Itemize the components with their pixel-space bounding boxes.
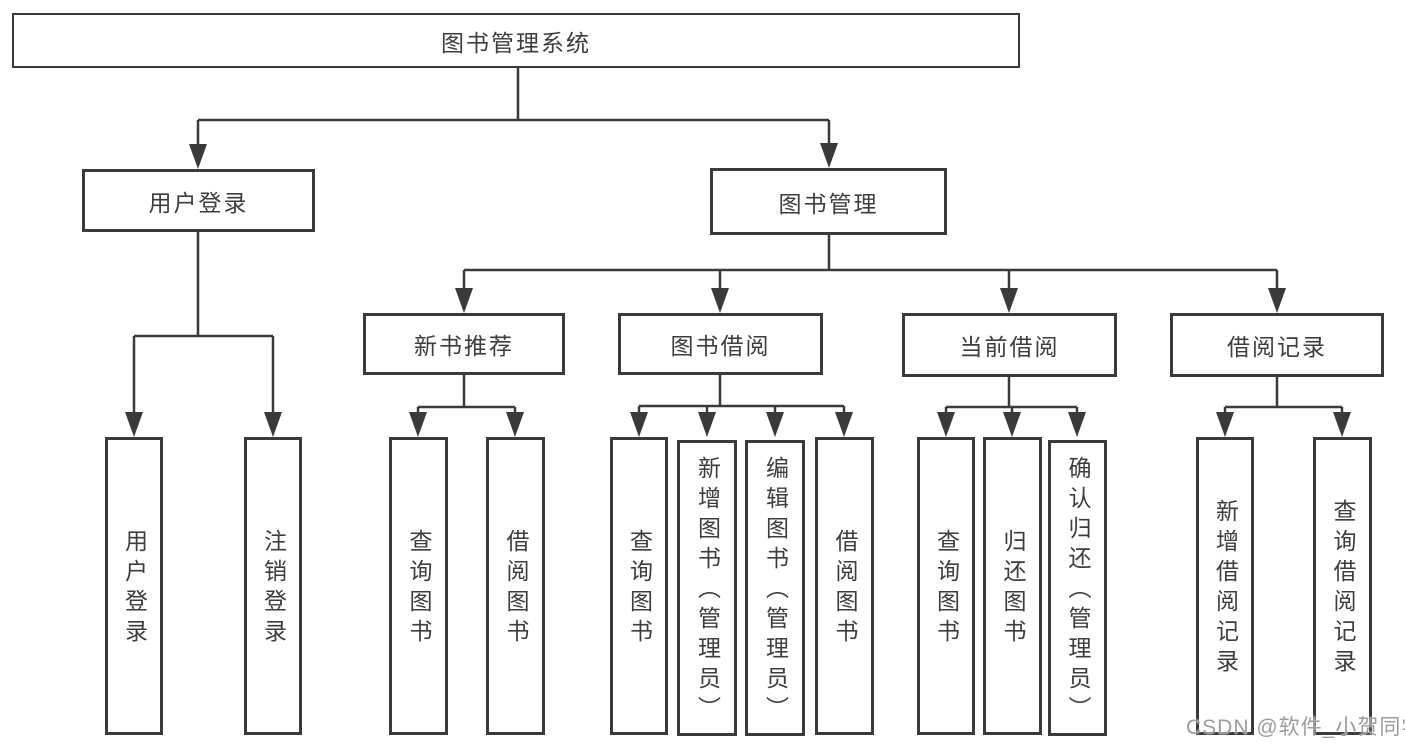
leaf-nbr-query-books: 查询图书 [389, 437, 448, 735]
node-book-borrow: 图书借阅 [618, 313, 823, 375]
leaf-nbr-borrow-books: 借阅图书 [486, 437, 545, 735]
node-root: 图书管理系统 [12, 13, 1020, 68]
leaf-logout: 注销登录 [244, 437, 302, 735]
leaf-user-login: 用户登录 [105, 437, 163, 735]
leaf-br-add-record: 新增借阅记录 [1196, 437, 1254, 735]
leaf-cb-confirm-return-admin: 确认归还（管理员） [1048, 440, 1107, 736]
leaf-cb-return-books: 归还图书 [983, 437, 1042, 735]
node-current-borrow: 当前借阅 [902, 313, 1117, 377]
leaf-bb-borrow-books: 借阅图书 [815, 437, 874, 735]
leaf-cb-query-books: 查询图书 [917, 437, 975, 735]
leaf-br-query-record: 查询借阅记录 [1313, 437, 1372, 735]
node-book-management: 图书管理 [710, 168, 947, 235]
leaf-bb-add-books-admin: 新增图书（管理员） [677, 440, 737, 736]
edge-segments [132, 68, 1344, 417]
node-new-book-recommend: 新书推荐 [363, 313, 565, 375]
node-borrow-records: 借阅记录 [1170, 313, 1384, 377]
watermark: CSDN @软件_小贺同学 [1186, 716, 1405, 739]
leaf-bb-edit-books-admin: 编辑图书（管理员） [745, 440, 805, 736]
leaf-bb-query-books: 查询图书 [610, 437, 668, 735]
node-user-login: 用户登录 [82, 169, 315, 232]
